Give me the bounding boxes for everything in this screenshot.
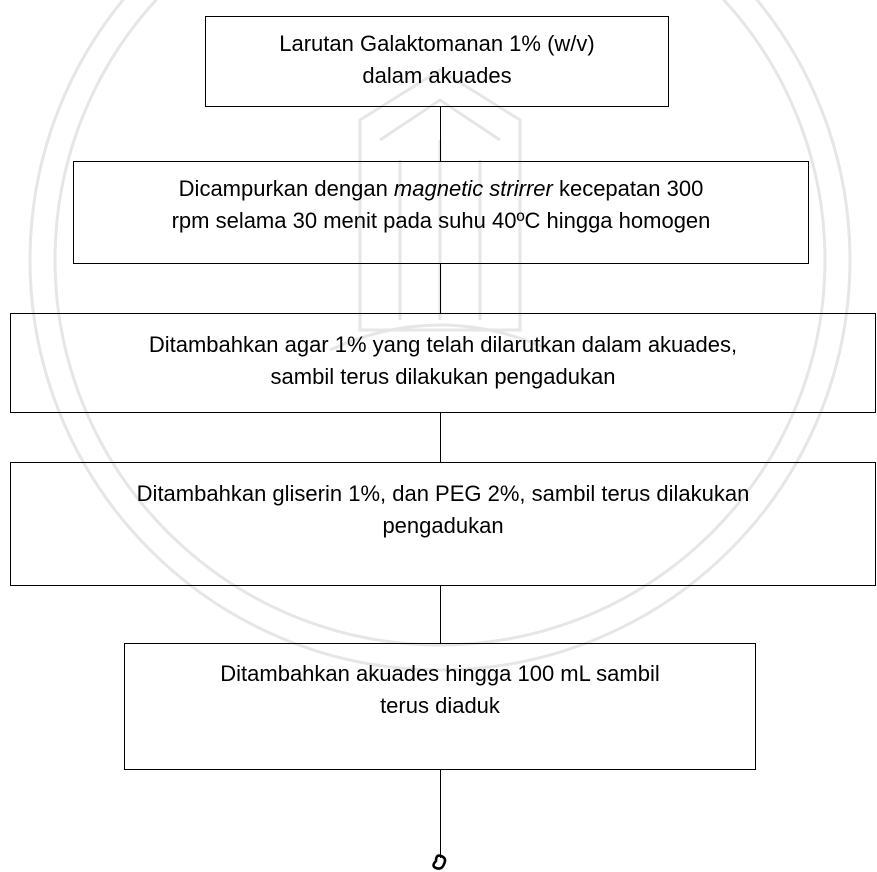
step-5-line-2: terus diaduk xyxy=(380,692,500,718)
step-3-line-1: Ditambahkan agar 1% yang telah dilarutka… xyxy=(148,332,738,357)
step-5-line-1: Ditambahkan akuades hingga 100 mL sambil xyxy=(220,661,660,686)
step-3-line-2: sambil terus dilakukan pengadukan xyxy=(270,363,616,389)
step-4-line-1: Ditambahkan gliserin 1%, dan PEG 2%, sam… xyxy=(136,481,750,506)
step-2-text-italic: magnetic strirrer xyxy=(393,176,553,201)
step-2-line-2: rpm selama 30 menit pada suhu 40ºC hingg… xyxy=(171,207,711,233)
connector-2 xyxy=(440,264,441,313)
connector-4 xyxy=(440,586,441,643)
step-2-text-post: kecepatan 300 xyxy=(552,176,704,201)
connector-3 xyxy=(440,413,441,462)
connector-1 xyxy=(440,107,441,161)
step-1-box: Larutan Galaktomanan 1% (w/v) dalam akua… xyxy=(205,16,669,107)
step-5-box: Ditambahkan akuades hingga 100 mL sambil… xyxy=(124,643,756,770)
step-4-line-2: pengadukan xyxy=(382,512,504,538)
step-3-box: Ditambahkan agar 1% yang telah dilarutka… xyxy=(10,313,876,413)
step-2-box: Dicampurkan dengan magnetic strirrer kec… xyxy=(73,161,809,264)
step-1-line-1: Larutan Galaktomanan 1% (w/v) xyxy=(279,31,595,56)
step-1-line-2: dalam akuades xyxy=(362,62,512,88)
connector-5 xyxy=(440,770,441,858)
step-4-box: Ditambahkan gliserin 1%, dan PEG 2%, sam… xyxy=(10,462,876,586)
step-2-line-1: Dicampurkan dengan magnetic strirrer kec… xyxy=(74,173,808,205)
step-2-text-pre: Dicampurkan dengan xyxy=(178,176,394,201)
